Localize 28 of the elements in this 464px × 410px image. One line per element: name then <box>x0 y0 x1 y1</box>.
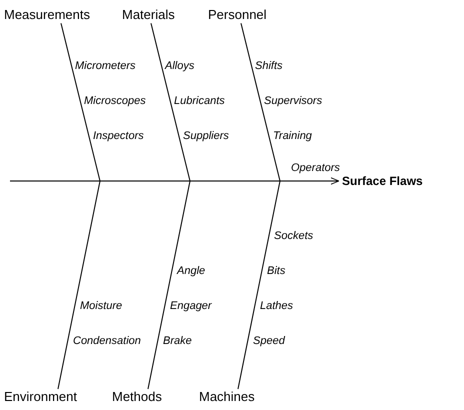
cause-label: Supervisors <box>264 95 322 108</box>
cause-label: Inspectors <box>93 130 144 142</box>
cause-label: Suppliers <box>183 130 229 142</box>
spine-arrow <box>10 177 340 185</box>
cause-label: Operators <box>291 162 340 174</box>
cause-label: Lathes <box>260 300 294 312</box>
category-label: Environment <box>4 390 77 404</box>
category-label: Materials <box>122 8 175 22</box>
cause-label: Shifts <box>255 60 283 72</box>
category-label: Machines <box>199 390 255 404</box>
cause-label: Lubricants <box>174 95 225 108</box>
cause-label: Alloys <box>165 60 194 72</box>
cause-bone-line <box>238 180 340 390</box>
cause-label: Bits <box>267 265 286 278</box>
cause-label: Engager <box>170 300 212 312</box>
cause-label: Training <box>273 130 312 142</box>
cause-label: Condensation <box>73 335 141 348</box>
category-label: Personnel <box>208 8 267 22</box>
cause-label: Sockets <box>274 230 314 242</box>
cause-label: Moisture <box>80 300 122 312</box>
cause-label: Angle <box>177 265 206 278</box>
category-label: Measurements <box>4 8 90 22</box>
category-label: Methods <box>112 390 162 404</box>
cause-label: Speed <box>253 335 285 348</box>
effect-label: Surface Flaws <box>342 175 423 188</box>
cause-label: Brake <box>163 335 192 348</box>
cause-label: Micrometers <box>75 60 136 72</box>
cause-label: Microscopes <box>84 95 146 108</box>
